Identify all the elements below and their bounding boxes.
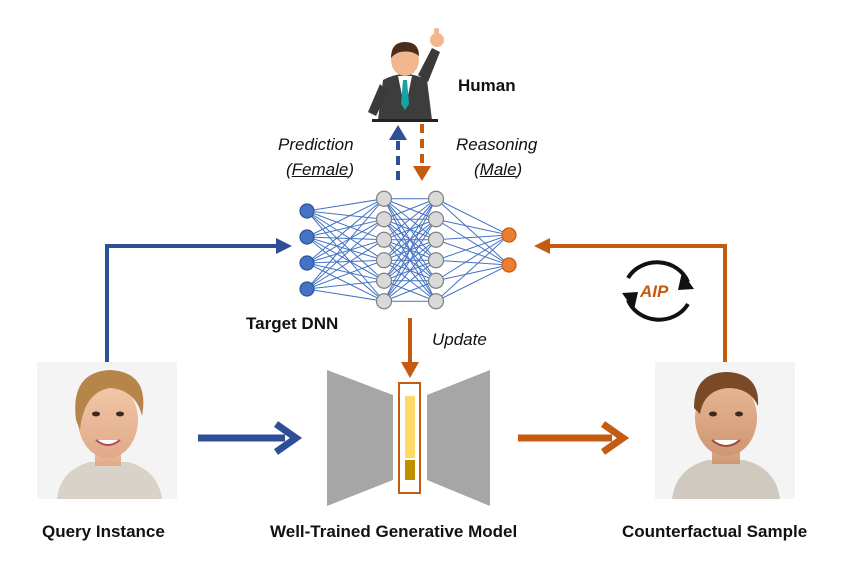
- counterfactual-sample-photo: [655, 362, 795, 499]
- network-edge: [435, 198, 510, 266]
- network-edge: [306, 262, 385, 302]
- network-edge: [435, 234, 510, 261]
- output-node: [501, 257, 517, 273]
- network-edge: [435, 218, 510, 236]
- query-instance-photo: [37, 362, 177, 499]
- generative-model-label: Well-Trained Generative Model: [270, 522, 518, 541]
- network-edge: [306, 210, 385, 220]
- network-edges: [306, 198, 510, 302]
- hidden-node: [375, 211, 393, 228]
- hidden-node: [375, 231, 393, 248]
- update-label: Update: [432, 330, 487, 349]
- network-edge: [306, 236, 385, 261]
- hidden-node: [427, 211, 445, 228]
- network-edge: [383, 239, 437, 302]
- hidden-node: [427, 190, 445, 207]
- network-edge: [306, 239, 385, 264]
- generative-model: [327, 370, 490, 506]
- network-edge: [383, 198, 437, 282]
- hidden-node: [375, 272, 393, 289]
- network-edge: [383, 280, 437, 302]
- reasoning-dashed-arrow: [413, 124, 431, 181]
- network-edge: [306, 218, 385, 290]
- encoder-shape: [327, 370, 393, 506]
- network-edge: [306, 236, 385, 282]
- human-label: Human: [458, 76, 516, 95]
- input-node: [299, 255, 315, 271]
- reasoning-value: (Male): [474, 160, 523, 179]
- network-edge: [435, 239, 510, 266]
- update-arrow: [401, 318, 419, 378]
- network-edge: [435, 259, 510, 266]
- query-instance-label: Query Instance: [42, 522, 165, 541]
- circular-arrows-icon: [622, 260, 694, 322]
- network-edge: [306, 280, 385, 290]
- reasoning-value-text: Male: [479, 160, 517, 179]
- network-edge: [435, 234, 510, 241]
- network-edge: [306, 198, 385, 238]
- hidden-node: [375, 252, 393, 269]
- network-edge: [435, 264, 510, 302]
- network-edge: [306, 198, 385, 290]
- input-node: [299, 281, 315, 297]
- network-edge: [306, 198, 385, 264]
- counterfactual-to-network-arrow: [534, 238, 727, 362]
- network-nodes: [299, 190, 517, 310]
- hidden-node: [375, 293, 393, 310]
- hidden-node: [427, 272, 445, 289]
- hidden-node: [427, 231, 445, 248]
- input-node: [299, 229, 315, 245]
- network-edge: [383, 198, 437, 302]
- network-edge: [306, 210, 385, 282]
- query-to-network-arrow: [105, 238, 292, 362]
- aip-label: AIP: [640, 282, 669, 301]
- prediction-dashed-arrow: [389, 125, 407, 180]
- network-edge: [306, 239, 385, 290]
- network-edge: [383, 198, 437, 220]
- network-edge: [306, 210, 385, 302]
- network-edge: [383, 218, 437, 302]
- reasoning-label: Reasoning: [456, 135, 538, 154]
- hidden-node: [375, 190, 393, 207]
- network-edge: [435, 198, 510, 236]
- network-edge: [435, 234, 510, 302]
- network-edge: [306, 288, 385, 302]
- network-edge: [383, 198, 437, 241]
- prediction-value-text: Female: [291, 160, 349, 179]
- network-edge: [435, 218, 510, 266]
- network-edge: [383, 198, 437, 261]
- generator-to-counterfactual-arrow: [518, 421, 630, 455]
- prediction-label: Prediction: [278, 135, 354, 154]
- decoder-shape: [427, 370, 490, 506]
- network-edge: [435, 234, 510, 282]
- target-dnn-label: Target DNN: [246, 314, 339, 333]
- network-edge: [306, 218, 385, 264]
- input-node: [299, 203, 315, 219]
- counterfactual-sample-label: Counterfactual Sample: [622, 522, 808, 541]
- prediction-value: (Female): [286, 160, 355, 179]
- latent-bar-light: [405, 396, 415, 458]
- network-edge: [306, 198, 385, 212]
- network-edge: [306, 259, 385, 290]
- businessman-raising-hand-icon: [368, 28, 444, 122]
- network-edge: [306, 259, 385, 264]
- query-to-generator-arrow: [198, 421, 303, 455]
- network-edge: [306, 236, 385, 241]
- network-edge: [435, 264, 510, 282]
- network-edge: [306, 262, 385, 282]
- network-edge: [306, 210, 385, 261]
- hidden-node: [427, 293, 445, 310]
- network-edge: [306, 210, 385, 241]
- hidden-node: [427, 252, 445, 269]
- output-node: [501, 227, 517, 243]
- latent-bar-dark: [405, 460, 415, 480]
- network-edge: [306, 218, 385, 238]
- network-edge: [306, 236, 385, 302]
- network-edge: [383, 259, 437, 302]
